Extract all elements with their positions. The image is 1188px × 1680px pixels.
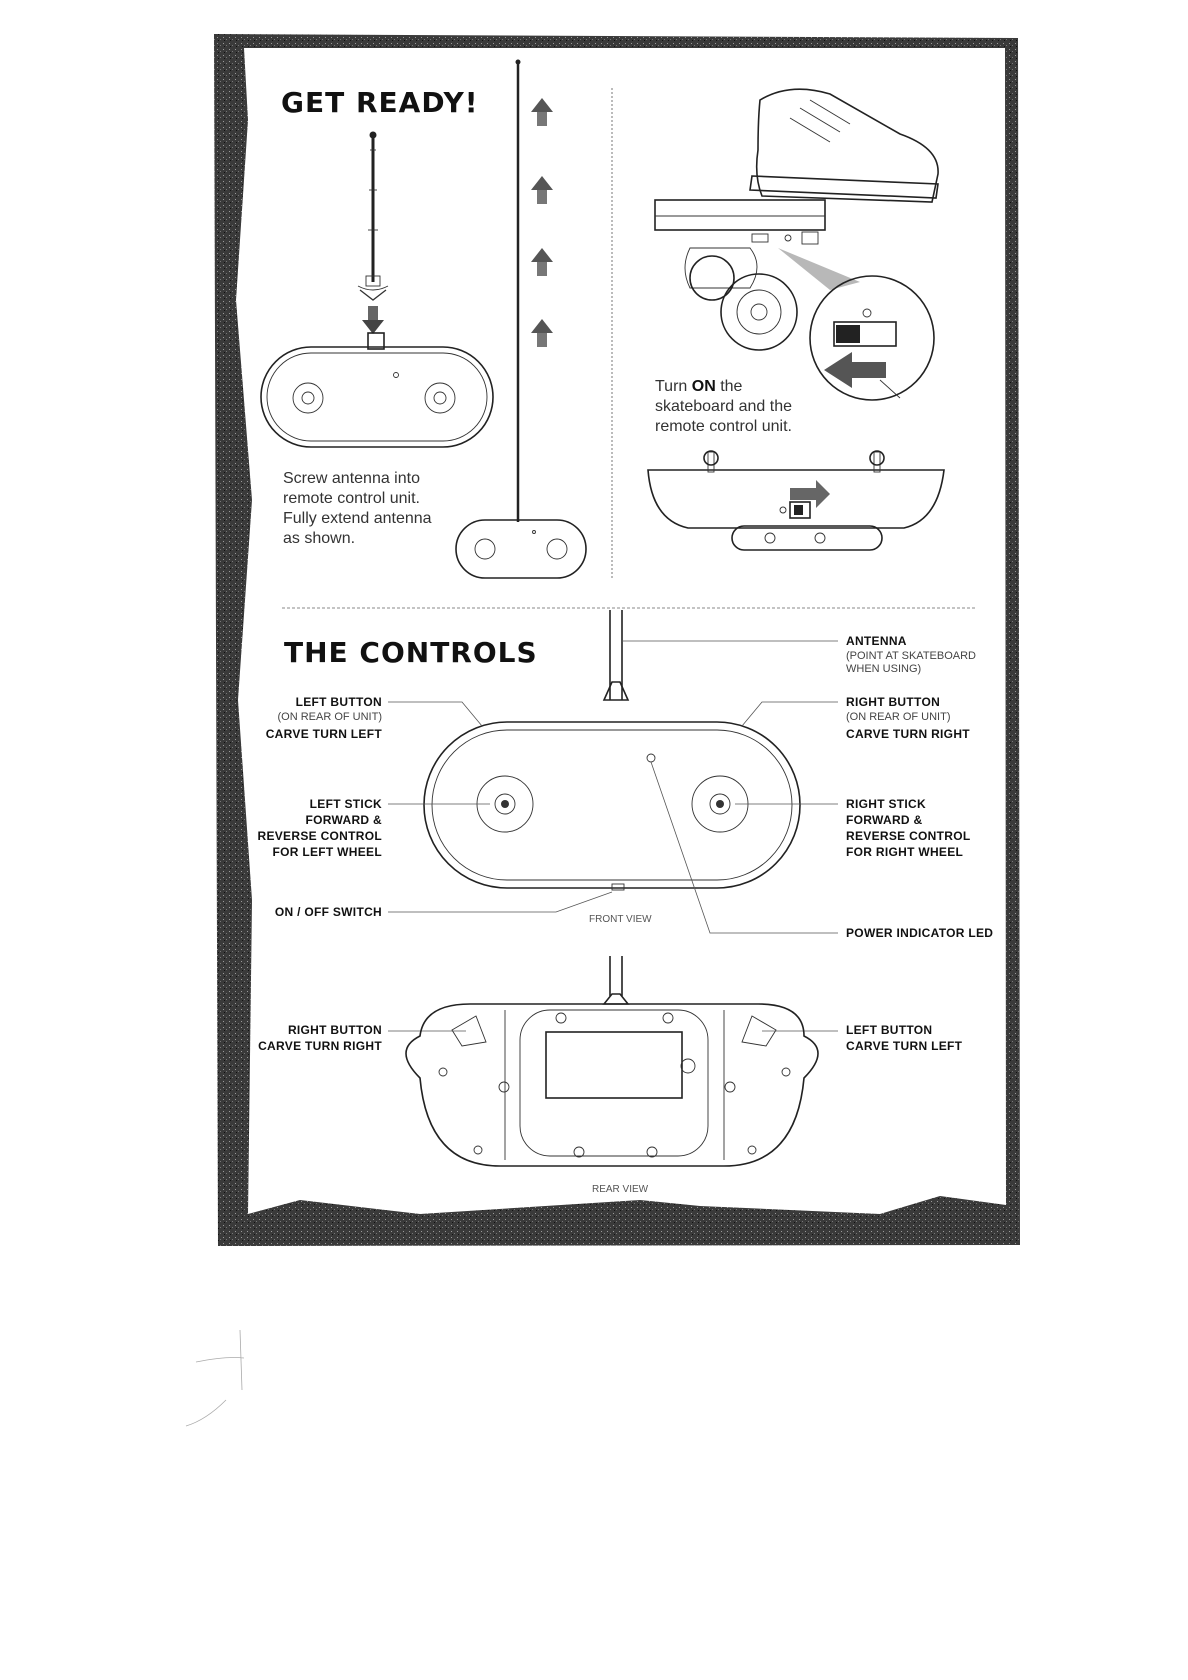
arrow-up-icon xyxy=(531,176,553,204)
svg-text:skateboard and the: skateboard and the xyxy=(655,398,792,415)
svg-text:remote control unit.: remote control unit. xyxy=(655,418,792,435)
on-off-switch-label: ON / OFF SWITCH xyxy=(275,905,382,919)
arrow-right-icon xyxy=(790,480,830,508)
svg-text:FOR LEFT WHEEL: FOR LEFT WHEEL xyxy=(272,845,382,859)
rear-left-button xyxy=(741,1015,777,1047)
power-led-label: POWER INDICATOR LED xyxy=(846,926,993,940)
antenna-label: ANTENNA (POINT AT SKATEBOARD WHEN USING) xyxy=(846,634,976,675)
svg-text:WHEN USING): WHEN USING) xyxy=(846,663,921,675)
svg-text:Screw antenna into: Screw antenna into xyxy=(283,470,420,487)
arrow-left-icon xyxy=(824,352,886,388)
svg-text:(ON REAR OF UNIT): (ON REAR OF UNIT) xyxy=(846,711,951,723)
antenna-instructions: Screw antenna into remote control unit. … xyxy=(283,470,432,547)
power-instructions: Turn ON the skateboard and the remote co… xyxy=(655,378,792,435)
svg-text:LEFT BUTTON: LEFT BUTTON xyxy=(846,1023,932,1037)
svg-text:FOR RIGHT WHEEL: FOR RIGHT WHEEL xyxy=(846,845,963,859)
switch-zoom-circle xyxy=(809,275,935,401)
left-button-front-label: LEFT BUTTON (ON REAR OF UNIT) CARVE TURN… xyxy=(266,695,383,741)
svg-text:as shown.: as shown. xyxy=(283,530,355,547)
arrow-up-icon xyxy=(531,98,553,126)
svg-text:CARVE TURN RIGHT: CARVE TURN RIGHT xyxy=(258,1039,382,1053)
svg-text:(ON REAR OF UNIT): (ON REAR OF UNIT) xyxy=(278,711,383,723)
right-button-front-label: RIGHT BUTTON (ON REAR OF UNIT) CARVE TUR… xyxy=(846,695,970,741)
svg-text:(POINT AT SKATEBOARD: (POINT AT SKATEBOARD xyxy=(846,650,976,662)
scan-marks xyxy=(185,1329,245,1427)
svg-text:RIGHT BUTTON: RIGHT BUTTON xyxy=(846,695,940,709)
skateboard-shoe-illustration xyxy=(654,88,939,351)
svg-text:LEFT BUTTON: LEFT BUTTON xyxy=(296,695,382,709)
antenna-screw-illustration xyxy=(357,131,389,301)
front-view-label: FRONT VIEW xyxy=(589,914,652,925)
arrow-up-icon xyxy=(531,248,553,276)
svg-text:LEFT STICK: LEFT STICK xyxy=(310,797,382,811)
svg-text:RIGHT BUTTON: RIGHT BUTTON xyxy=(288,1023,382,1037)
left-button-rear-label: LEFT BUTTON CARVE TURN LEFT xyxy=(846,1023,963,1053)
right-stick-label: RIGHT STICK FORWARD & REVERSE CONTROL FO… xyxy=(846,797,971,859)
remote-front-view xyxy=(423,610,801,891)
remote-underside-illustration xyxy=(647,450,945,551)
svg-text:Turn ON the: Turn ON the xyxy=(655,378,743,395)
controls-heading: THE CONTROLS xyxy=(284,636,538,669)
svg-text:ANTENNA: ANTENNA xyxy=(846,634,907,648)
page-frame xyxy=(214,34,1020,1246)
svg-text:FORWARD &: FORWARD & xyxy=(306,813,383,827)
svg-text:Fully extend antenna: Fully extend antenna xyxy=(283,510,432,527)
svg-text:CARVE TURN LEFT: CARVE TURN LEFT xyxy=(846,1039,963,1053)
arrow-up-icon xyxy=(531,319,553,347)
remote-rear-view xyxy=(405,956,819,1167)
right-button-rear-label: RIGHT BUTTON CARVE TURN RIGHT xyxy=(258,1023,382,1053)
svg-text:REVERSE CONTROL: REVERSE CONTROL xyxy=(846,829,971,843)
svg-text:RIGHT STICK: RIGHT STICK xyxy=(846,797,926,811)
svg-text:FORWARD &: FORWARD & xyxy=(846,813,923,827)
remote-control-small xyxy=(260,332,494,448)
svg-text:REVERSE CONTROL: REVERSE CONTROL xyxy=(257,829,382,843)
svg-text:CARVE TURN RIGHT: CARVE TURN RIGHT xyxy=(846,727,970,741)
arrow-down-icon xyxy=(362,306,384,334)
rear-right-button xyxy=(451,1015,487,1047)
rear-view-label: REAR VIEW xyxy=(592,1184,649,1195)
svg-text:remote control unit.: remote control unit. xyxy=(283,490,420,507)
get-ready-heading: GET READY! xyxy=(281,86,479,119)
left-stick-label: LEFT STICK FORWARD & REVERSE CONTROL FOR… xyxy=(257,797,383,859)
svg-text:CARVE TURN LEFT: CARVE TURN LEFT xyxy=(266,727,383,741)
extended-antenna-illustration xyxy=(455,59,587,579)
